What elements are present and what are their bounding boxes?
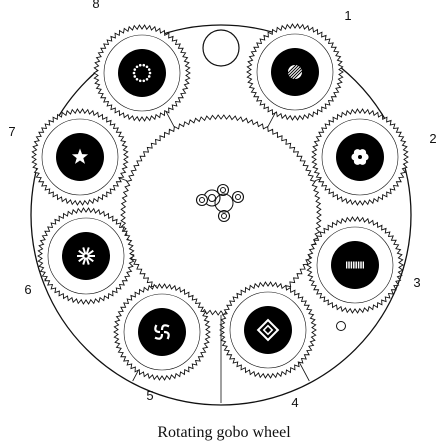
position-label-5: 5 xyxy=(146,388,153,403)
gobo-pattern-dot xyxy=(147,75,151,78)
gobo-disc xyxy=(138,308,186,356)
gobo-position-4 xyxy=(219,281,317,379)
hub-ring-left-inner xyxy=(199,197,205,203)
gobo-pattern-dot xyxy=(148,71,152,75)
gobo-pattern-dot xyxy=(133,68,137,71)
hub-ring-bottom-inner xyxy=(221,213,227,219)
gobo-pattern-dot xyxy=(142,79,146,83)
hub-ring-right xyxy=(231,190,245,204)
gobo-position-6 xyxy=(37,207,135,305)
gobo-position-3 xyxy=(306,216,404,314)
gobo-position-2 xyxy=(311,108,409,206)
gobo-position-5 xyxy=(113,283,211,381)
gobo-pattern-square-inner xyxy=(262,324,274,336)
hub-ring-bottom xyxy=(217,209,231,223)
gobo-pattern-petal xyxy=(358,157,367,165)
gobo-pattern-center xyxy=(84,254,88,258)
gobo-position-1 xyxy=(246,23,344,121)
gobo-disc xyxy=(244,306,292,354)
position-labels: 1 2 3 4 5 6 7 8 xyxy=(8,0,436,410)
gobo-pattern-dot xyxy=(138,79,142,83)
hub-ring-upper xyxy=(216,183,230,197)
hub-ring-right-inner xyxy=(235,194,241,200)
index-hole xyxy=(336,321,346,331)
position-label-2: 2 xyxy=(429,131,436,146)
gobo-pattern-center xyxy=(358,155,362,159)
gobo-pattern-stripe xyxy=(293,64,309,80)
hub-ring-upper-inner xyxy=(220,187,226,193)
position-label-4: 4 xyxy=(291,395,298,410)
gobo-pattern-swirl-arm xyxy=(160,324,170,331)
gobo-pattern-star xyxy=(71,148,89,164)
wheel-body xyxy=(30,23,412,406)
hub-ring-left xyxy=(195,193,209,207)
gobo-pattern-stripe xyxy=(281,64,297,80)
gobo-pattern-swirl-arm xyxy=(154,333,164,340)
gobo-pattern-swirl-arm xyxy=(154,324,161,334)
gobo-pattern-dot xyxy=(142,63,146,67)
hub-ring-center xyxy=(214,193,234,213)
center-hub xyxy=(195,183,245,223)
gobo-pattern-stripe xyxy=(290,64,306,80)
gobo-pattern-dot xyxy=(133,75,137,78)
gobo-position-8 xyxy=(93,24,191,122)
open-aperture xyxy=(202,29,240,67)
gobo-disc xyxy=(118,49,166,97)
gobo-pattern-square xyxy=(256,318,280,342)
gobo-position-7 xyxy=(31,108,129,206)
gobo-pattern-dot xyxy=(135,65,139,69)
hub-ring-top-inner xyxy=(208,194,216,202)
gobo-pattern-dot xyxy=(138,63,142,67)
position-label-7: 7 xyxy=(8,124,15,139)
position-label-3: 3 xyxy=(413,275,420,290)
gobo-pattern-swirl-arm xyxy=(163,330,170,340)
figure-caption: Rotating gobo wheel xyxy=(157,424,291,441)
position-label-8: 8 xyxy=(92,0,99,11)
gobo-pattern-stripe xyxy=(287,64,303,80)
gobo-pattern-stripe xyxy=(284,64,300,80)
position-label-1: 1 xyxy=(344,8,351,23)
gobo-pattern-dot xyxy=(147,68,151,71)
gobo-pattern-dot xyxy=(145,65,149,69)
gobo-pattern-dot xyxy=(132,71,136,75)
gobo-pattern-dot xyxy=(135,77,139,81)
wheel-rim xyxy=(30,24,412,406)
gobo-pattern-petal xyxy=(353,149,362,157)
gobo-pattern-petal xyxy=(358,149,367,157)
gobo-pattern-dot xyxy=(145,77,149,81)
position-label-6: 6 xyxy=(24,282,31,297)
